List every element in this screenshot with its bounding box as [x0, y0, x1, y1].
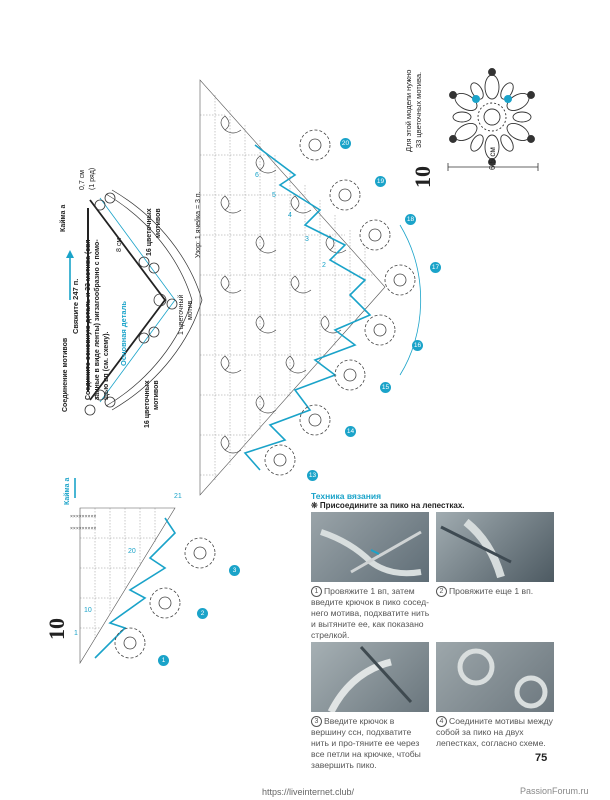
watermark: PassionForum.ru	[520, 786, 589, 796]
model-number-bottom: 10	[44, 618, 69, 640]
small-motif-badge-1: 1	[158, 655, 169, 666]
motif-badge-18: 18	[405, 214, 416, 225]
motif-badge-19: 19	[375, 176, 386, 187]
label-16-flowers-right2: мотивов	[155, 208, 162, 238]
label-size-row: 0,7 см	[79, 170, 86, 190]
svg-text:×××××××××: ×××××××××	[70, 526, 96, 532]
row-number-2: 2	[322, 262, 326, 269]
label-size-row2: (1 ряд)	[89, 167, 96, 190]
motif-flower	[449, 68, 535, 166]
step-3-text: Введите крючок в вершину ссн, подхватите…	[311, 716, 421, 770]
row-number-6: 6	[255, 172, 259, 179]
technique-photo-4	[436, 642, 554, 712]
step-1-number: 1	[311, 586, 322, 597]
small-chart-label: Кайма а	[64, 477, 71, 505]
label-16-flowers-right: 16 цветочных	[146, 208, 153, 256]
row-number-5: 5	[272, 192, 276, 199]
row-number-4: 4	[288, 212, 292, 219]
motif-badge-13: 13	[307, 470, 318, 481]
label-main-part: Основная деталь	[119, 301, 128, 366]
technique-photo-3	[311, 642, 429, 712]
small-motif-badge-2: 2	[197, 608, 208, 619]
label-join-line2: занные в виде ленты) зигзагообразно с по…	[94, 239, 101, 400]
step-4-number: 4	[436, 716, 447, 727]
small-row-21: 21	[174, 493, 182, 500]
label-1-flower-motif: 1 цветочный	[178, 294, 185, 335]
motif-badge-17: 17	[430, 262, 441, 273]
small-row-20: 20	[128, 548, 136, 555]
label-pattern-cell: Узор: 1 ячейка = 3 п.	[195, 191, 202, 258]
step-4-text: Соедините мотивы между собой за пико на …	[436, 716, 553, 748]
label-1-flower-motif2: мотив	[187, 300, 194, 320]
label-join-motifs: Соединение мотивов	[62, 337, 69, 412]
step-2-number: 2	[436, 586, 447, 597]
step-1-text: Провяжите 1 вп, затем введите крючок в п…	[311, 586, 430, 640]
label-join-line1: Соедините основную деталь и 33 мотива (с…	[85, 237, 92, 400]
motif-diagram	[447, 68, 539, 171]
label-16-flowers-left: 16 цветочных	[144, 380, 151, 428]
small-crochet-chart: ××××××××× ×××××××××	[70, 478, 216, 665]
small-row-10: 10	[84, 607, 92, 614]
motif-badge-14: 14	[345, 426, 356, 437]
technique-photo-2	[436, 512, 554, 582]
label-8cm: 8 см	[116, 237, 123, 252]
shawl-schematic	[66, 189, 203, 416]
label-16-flowers-left2: мотивов	[153, 380, 160, 410]
step-2-text: Провяжите еще 1 вп.	[449, 586, 534, 596]
technique-title: Техника вязания	[311, 491, 382, 501]
label-kaima-a-top: Кайма а	[60, 204, 67, 232]
svg-text:×××××××××: ×××××××××	[70, 514, 96, 520]
footer-url[interactable]: https://liveinternet.club/	[262, 787, 355, 797]
label-tie-247: Свяжите 247 п.	[71, 278, 80, 334]
motif-size-label: 6,5 см	[488, 147, 497, 170]
small-motif-badge-3: 3	[229, 565, 240, 576]
row-number-3: 3	[305, 236, 309, 243]
page-number: 75	[535, 752, 548, 764]
motif-badge-16: 16	[412, 340, 423, 351]
main-crochet-chart	[199, 79, 422, 496]
technique-photo-1	[311, 512, 429, 582]
small-row-1: 1	[74, 630, 78, 637]
motif-badge-20: 20	[340, 138, 351, 149]
step-3-number: 3	[311, 716, 322, 727]
label-join-line3: щью вп (см. схему).	[103, 331, 110, 400]
technique-subtitle: ❊ Присоедините за пико на лепестках.	[311, 501, 465, 510]
motif-badge-15: 15	[380, 382, 391, 393]
